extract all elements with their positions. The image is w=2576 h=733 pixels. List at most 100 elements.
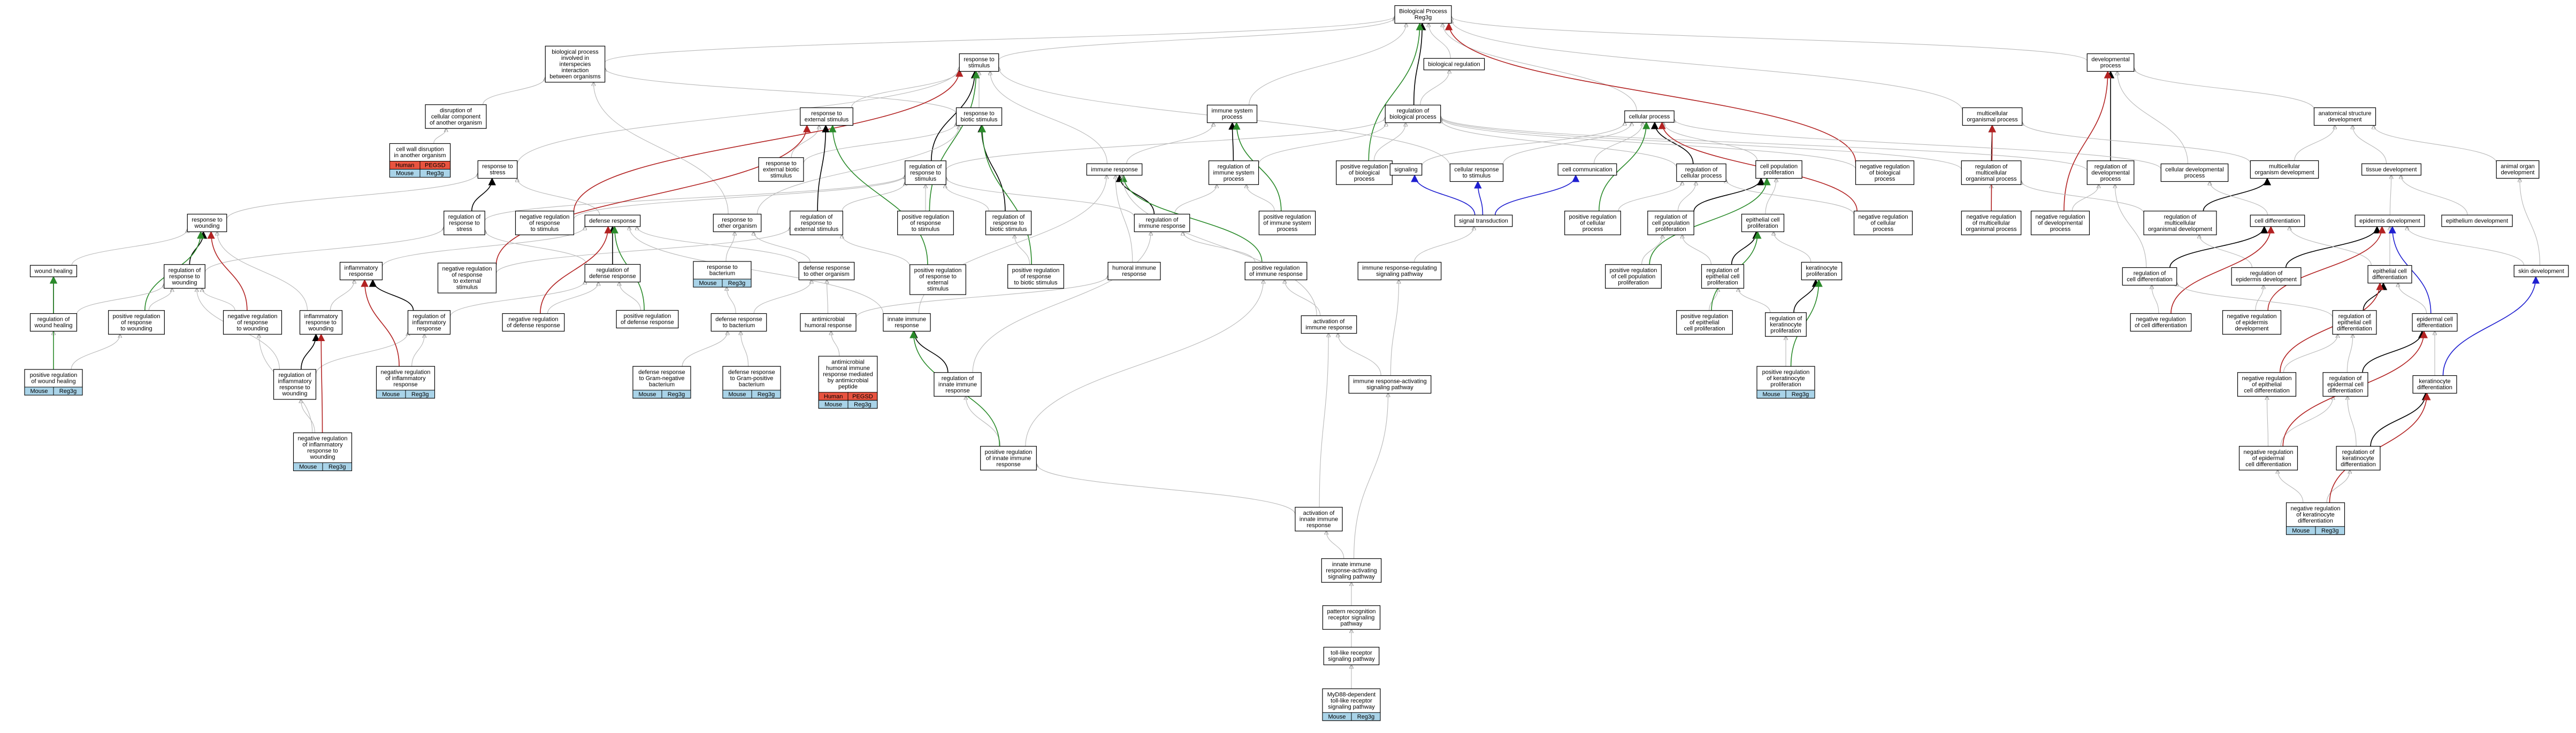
node-box bbox=[1134, 213, 1190, 233]
node-label-line: process bbox=[1354, 176, 1375, 182]
node-label-line: immune response bbox=[1138, 223, 1185, 229]
badge-label: Reg3g bbox=[1792, 391, 1809, 398]
grey-edge bbox=[1441, 120, 1677, 168]
node-label-line: epithelial cell bbox=[2338, 319, 2372, 326]
node-label-line: regulation of bbox=[2342, 449, 2375, 456]
badge-label: Mouse bbox=[638, 391, 656, 398]
node-box bbox=[1295, 507, 1343, 531]
node-label-line: interaction bbox=[562, 67, 589, 74]
node-label-line: of cellular bbox=[1580, 220, 1605, 226]
node-label-line: process bbox=[2100, 63, 2121, 69]
node-label-line: regulation of bbox=[942, 375, 974, 382]
node-label-line: cell wall disruption bbox=[396, 146, 444, 153]
node-label-line: proliferation bbox=[1770, 381, 1801, 388]
node-label-line: regulation of bbox=[2250, 271, 2283, 277]
node-label-line: of biological bbox=[1869, 169, 1900, 176]
node-label-line: epithelial cell bbox=[2373, 268, 2407, 275]
node-label-line: regulation of bbox=[2338, 313, 2371, 320]
grey-edge bbox=[76, 283, 164, 314]
node-box bbox=[956, 107, 1003, 126]
grey-edge bbox=[315, 332, 408, 375]
node-label-line: of epithelial bbox=[2252, 381, 2282, 388]
grey-edge bbox=[1338, 334, 1381, 376]
grey-edge bbox=[1421, 122, 1625, 166]
node-label-line: response bbox=[1122, 271, 1146, 277]
node-box bbox=[1423, 58, 1485, 71]
node-label-line: regulation of bbox=[413, 313, 446, 320]
node-label-line: cell differentiation bbox=[2245, 461, 2291, 468]
node-box bbox=[905, 160, 946, 185]
node-label-line: response bbox=[945, 388, 969, 394]
node-label-line: of response bbox=[121, 319, 151, 326]
node-label-line: stimulus bbox=[456, 284, 478, 291]
node-label-line: positive regulation bbox=[1681, 313, 1729, 320]
node-box bbox=[2222, 310, 2282, 335]
node-box bbox=[1301, 315, 1357, 334]
node-label-line: of cell population bbox=[1611, 273, 1656, 280]
grey-edge bbox=[2346, 334, 2352, 373]
node-label-line: immune system bbox=[1213, 169, 1254, 176]
node-label-line: cell population bbox=[1760, 164, 1798, 170]
mouse-badge bbox=[1785, 390, 1815, 399]
node-label-line: humoral response bbox=[805, 322, 852, 329]
node-box bbox=[1107, 261, 1161, 281]
node-label-line: activation of bbox=[1313, 319, 1346, 325]
black-edge bbox=[2203, 178, 2271, 211]
black-edge bbox=[471, 178, 496, 211]
node-label-line: to stimulus bbox=[1463, 173, 1491, 179]
black-edge bbox=[2362, 330, 2426, 373]
node-label-line: regulation of bbox=[448, 214, 481, 220]
node-label-line: response to bbox=[811, 111, 842, 117]
node-label-line: response to bbox=[910, 169, 941, 176]
node-label-line: regulation of bbox=[800, 214, 833, 220]
grey-edge bbox=[1451, 20, 1963, 112]
node-label-line: proliferation bbox=[1770, 328, 1801, 334]
node-box bbox=[1605, 264, 1662, 289]
grey-edge bbox=[1641, 235, 1663, 265]
grey-edge bbox=[1014, 235, 1030, 265]
node-label-line: cellular response bbox=[1454, 167, 1499, 173]
grey-edge bbox=[2290, 227, 2372, 266]
node-box bbox=[477, 160, 518, 179]
badge-label: Reg3g bbox=[426, 171, 444, 177]
badge-label: PEGSD bbox=[852, 393, 873, 400]
mouse-badge bbox=[2315, 526, 2345, 535]
grey-edge bbox=[1441, 116, 2088, 171]
node-box bbox=[1765, 312, 1807, 337]
node-label-line: positive regulation bbox=[624, 313, 671, 320]
node-label-line: negative regulation bbox=[2242, 375, 2292, 382]
badge-label: Reg3g bbox=[2321, 528, 2338, 534]
red-edge bbox=[495, 125, 811, 265]
red-edge bbox=[2267, 226, 2386, 311]
grey-edge bbox=[945, 117, 1385, 171]
node-label-line: positive regulation bbox=[113, 313, 160, 320]
node-label-line: cell differentiation bbox=[2244, 388, 2289, 394]
node-label-line: organismal process bbox=[1967, 117, 2018, 123]
grey-edge bbox=[202, 288, 235, 311]
node-box bbox=[1385, 104, 1441, 124]
grey-edge bbox=[2348, 396, 2357, 446]
black-edge bbox=[910, 330, 949, 373]
node-label-line: process bbox=[1873, 226, 1894, 233]
node-box bbox=[2237, 372, 2297, 397]
node-label-line: signaling bbox=[1394, 166, 1417, 173]
node-label-line: external stimulus bbox=[805, 117, 849, 123]
node-label-line: positive regulation bbox=[1610, 267, 1657, 274]
node-label-line: response to bbox=[964, 57, 994, 63]
node-box bbox=[1454, 214, 1513, 227]
